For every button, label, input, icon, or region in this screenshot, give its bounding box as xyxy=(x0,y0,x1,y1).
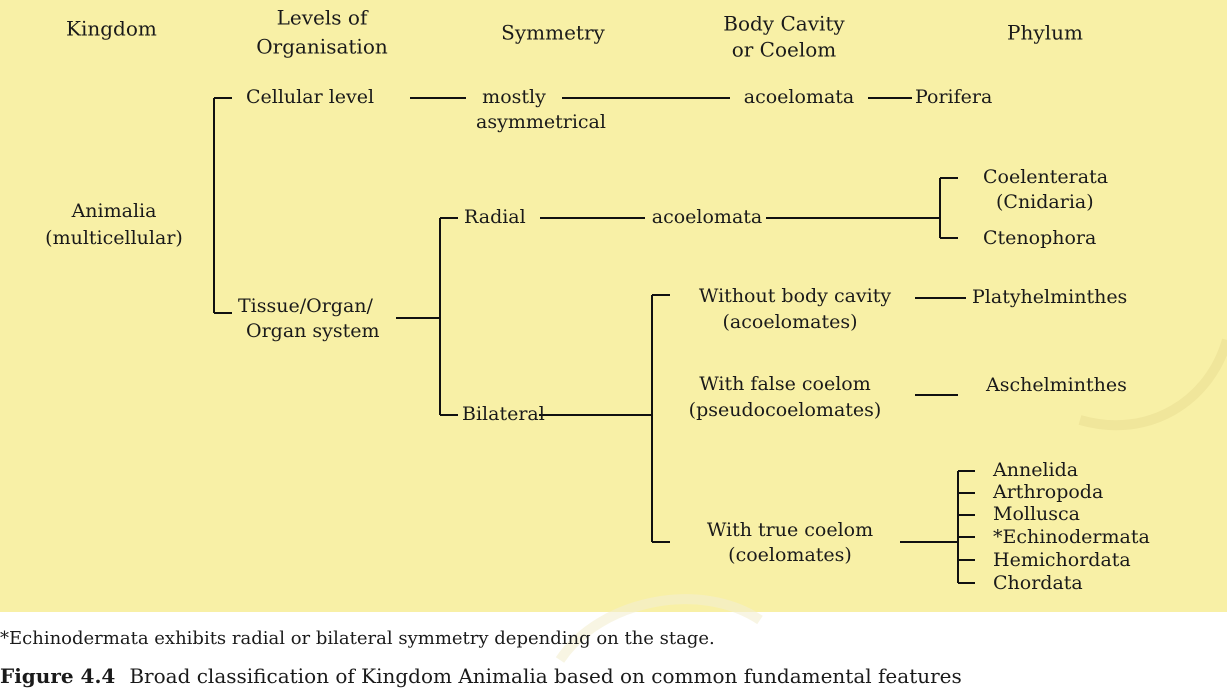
classification-diagram: Kingdom Levels of Organisation Symmetry … xyxy=(0,0,1227,612)
radial-cavity-label: acoelomata xyxy=(651,206,763,228)
coelomate-label-line1: With true coelom xyxy=(706,519,874,541)
phylum-platyhelminthes: Platyhelminthes xyxy=(972,286,1128,308)
tree-connector-lines xyxy=(213,97,975,584)
acoelomate-label-line1: Without body cavity xyxy=(698,285,892,307)
radial-label: Radial xyxy=(464,206,526,228)
coelomate-label-line2: (coelomates) xyxy=(728,544,852,566)
phylum-annelida: Annelida xyxy=(993,459,1079,481)
header-kingdom: Kingdom xyxy=(66,16,157,41)
phylum-mollusca: Mollusca xyxy=(993,503,1081,525)
tissue-label-line2: Organ system xyxy=(246,320,380,342)
phylum-ctenophora: Ctenophora xyxy=(983,227,1097,249)
header-levels-line1: Levels of xyxy=(276,5,368,30)
pseudocoelomate-label-line2: (pseudocoelomates) xyxy=(688,399,882,421)
footnote: *Echinodermata exhibits radial or bilate… xyxy=(0,628,715,649)
header-phylum: Phylum xyxy=(1007,20,1083,45)
root-label-line1: Animalia xyxy=(71,200,157,222)
acoelomate-label-line2: (acoelomates) xyxy=(722,311,858,333)
tissue-label-line1: Tissue/Organ/ xyxy=(238,295,373,317)
bilateral-label: Bilateral xyxy=(462,403,545,425)
phylum-cnidaria: (Cnidaria) xyxy=(996,191,1094,213)
phylum-hemichordata: Hemichordata xyxy=(993,549,1131,571)
header-cavity-line2: or Coelom xyxy=(731,37,837,62)
header-levels-line2: Organisation xyxy=(256,34,388,59)
phylum-chordata: Chordata xyxy=(993,572,1083,594)
header-symmetry: Symmetry xyxy=(501,20,605,45)
phylum-aschelminthes: Aschelminthes xyxy=(986,374,1127,396)
phylum-arthropoda: Arthropoda xyxy=(993,481,1104,503)
header-cavity-line1: Body Cavity xyxy=(723,11,845,36)
cellular-level-label: Cellular level xyxy=(246,86,375,108)
figure-caption-text: Broad classification of Kingdom Animalia… xyxy=(129,664,962,688)
phylum-coelenterata: Coelenterata xyxy=(983,166,1109,188)
figure-caption: Figure 4.4 Broad classification of Kingdo… xyxy=(0,664,962,688)
figure-caption-label: Figure 4.4 xyxy=(0,664,116,688)
phylum-porifera: Porifera xyxy=(915,86,993,108)
cellular-cavity-label: acoelomata xyxy=(743,86,855,108)
phylum-echinodermata: *Echinodermata xyxy=(993,526,1150,548)
cellular-symmetry-line2: asymmetrical xyxy=(476,111,606,133)
pseudocoelomate-label-line1: With false coelom xyxy=(699,373,871,395)
root-label-line2: (multicellular) xyxy=(45,227,183,249)
cellular-symmetry-line1: mostly xyxy=(482,86,546,108)
